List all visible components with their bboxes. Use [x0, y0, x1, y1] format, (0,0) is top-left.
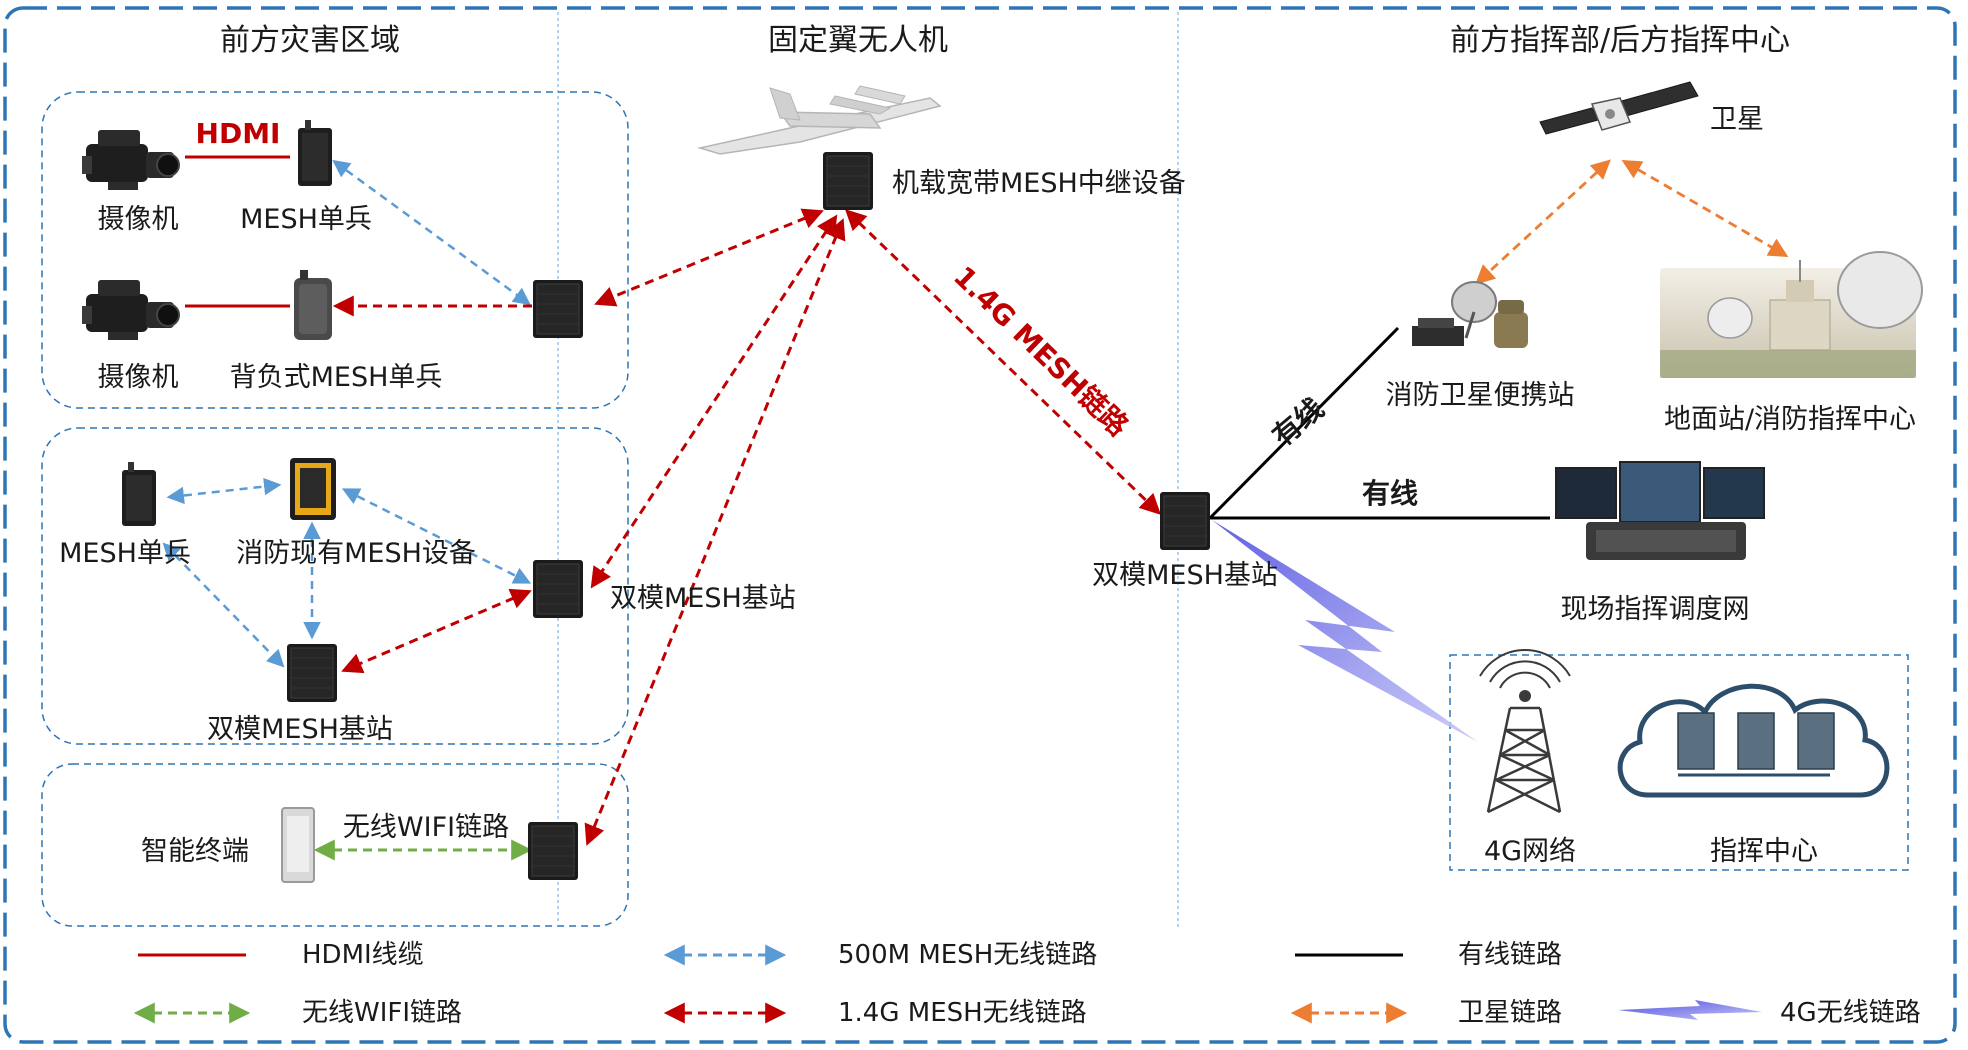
- legend-label-mesh14: 1.4G MESH无线链路: [838, 998, 1087, 1028]
- label-smart-terminal: 智能终端: [141, 836, 249, 867]
- lte-lightning-bolt: [1212, 520, 1478, 742]
- fire-mesh-device-icon: [290, 458, 336, 520]
- group-box-mesh-devices: [41, 427, 629, 745]
- label-mesh-soldier-1: MESH单兵: [240, 204, 372, 235]
- mesh-soldier-icon-1: [298, 120, 332, 186]
- airborne-relay-icon: [822, 151, 874, 211]
- section-title-uav: 固定翼无人机: [768, 23, 948, 58]
- outer-frame: [3, 6, 1957, 1044]
- label-satellite: 卫星: [1710, 104, 1764, 135]
- group-box-4g: [1449, 654, 1909, 871]
- label-airborne-relay: 机载宽带MESH中继设备: [892, 168, 1186, 199]
- label-backpack-mesh: 背负式MESH单兵: [229, 362, 443, 393]
- uav-icon: [697, 85, 942, 155]
- mesh500-link-soldier-fire: [166, 477, 282, 505]
- section-title-command: 前方指挥部/后方指挥中心: [1449, 23, 1791, 58]
- fire-satellite-portable-icon: [1412, 281, 1528, 348]
- mesh14-link-relay-base3: [584, 218, 846, 846]
- legend-symbol-lte: [1618, 1000, 1762, 1020]
- label-fire-mesh-device: 消防现有MESH设备: [236, 538, 476, 569]
- label-mesh-soldier-2: MESH单兵: [59, 538, 191, 569]
- mesh-base-icon-1: [532, 279, 584, 339]
- mesh-soldier-icon-2: [122, 462, 156, 526]
- mesh-base-icon-right: [1159, 491, 1211, 551]
- mesh14-link-relay-base1: [594, 208, 824, 307]
- mesh-base-icon-4: [527, 821, 579, 881]
- label-command-center: 指挥中心: [1710, 836, 1818, 867]
- mesh500-link-fire-base: [341, 488, 532, 584]
- camera-icon-2: [81, 279, 180, 341]
- ground-station-icon: [1660, 251, 1923, 378]
- camera-icon-1: [81, 129, 180, 191]
- label-4g-network: 4G网络: [1483, 836, 1577, 867]
- cloud-servers-icon: [1617, 683, 1890, 798]
- group-box-cameras: [41, 91, 629, 409]
- label-field-command-net: 现场指挥调度网: [1560, 594, 1750, 625]
- label-dual-mesh-base-b: 双模MESH基站: [207, 714, 393, 745]
- cell-tower-icon: [1479, 649, 1571, 814]
- satellite-link-ground: [1621, 160, 1789, 257]
- legend-label-wired: 有线链路: [1458, 940, 1563, 970]
- label-dual-mesh-base-a: 双模MESH基站: [610, 583, 796, 614]
- label-camera-2: 摄像机: [97, 362, 179, 393]
- label-wired-2: 有线: [1361, 477, 1419, 510]
- cell-tower-top-icon: [1519, 690, 1531, 702]
- label-fire-satellite-portable: 消防卫星便携站: [1385, 380, 1575, 411]
- label-camera-1: 摄像机: [97, 204, 179, 235]
- field-command-console-icon: [1555, 461, 1765, 560]
- section-title-disaster-area: 前方灾害区域: [220, 23, 400, 58]
- mesh14-link-base2-dual: [341, 588, 532, 674]
- smart-terminal-icon: [281, 807, 315, 883]
- legend-label-mesh500: 500M MESH无线链路: [838, 940, 1098, 970]
- mesh14-link-relay-right: [844, 209, 1162, 515]
- legend-label-wifi: 无线WIFI链路: [302, 998, 462, 1028]
- legend-label-hdmi: HDMI线缆: [302, 940, 424, 970]
- label-dual-mesh-base-c: 双模MESH基站: [1092, 560, 1278, 591]
- mesh14-link-relay-base2: [590, 214, 838, 589]
- legend-label-satellite: 卫星链路: [1458, 998, 1563, 1028]
- hdmi-label: HDMI: [195, 117, 281, 150]
- satellite-icon: [1539, 81, 1699, 135]
- mesh-base-icon-3: [286, 643, 338, 703]
- mesh500-link-soldier-base: [332, 159, 531, 306]
- wired-link-portable: [1208, 326, 1400, 520]
- legend-label-lte: 4G无线链路: [1780, 998, 1921, 1028]
- satellite-link-portable: [1475, 159, 1611, 285]
- mesh-base-icon-2: [532, 559, 584, 619]
- label-ground-station: 地面站/消防指挥中心: [1663, 404, 1917, 435]
- backpack-mesh-icon: [294, 270, 332, 340]
- label-wifi-link: 无线WIFI链路: [342, 812, 510, 843]
